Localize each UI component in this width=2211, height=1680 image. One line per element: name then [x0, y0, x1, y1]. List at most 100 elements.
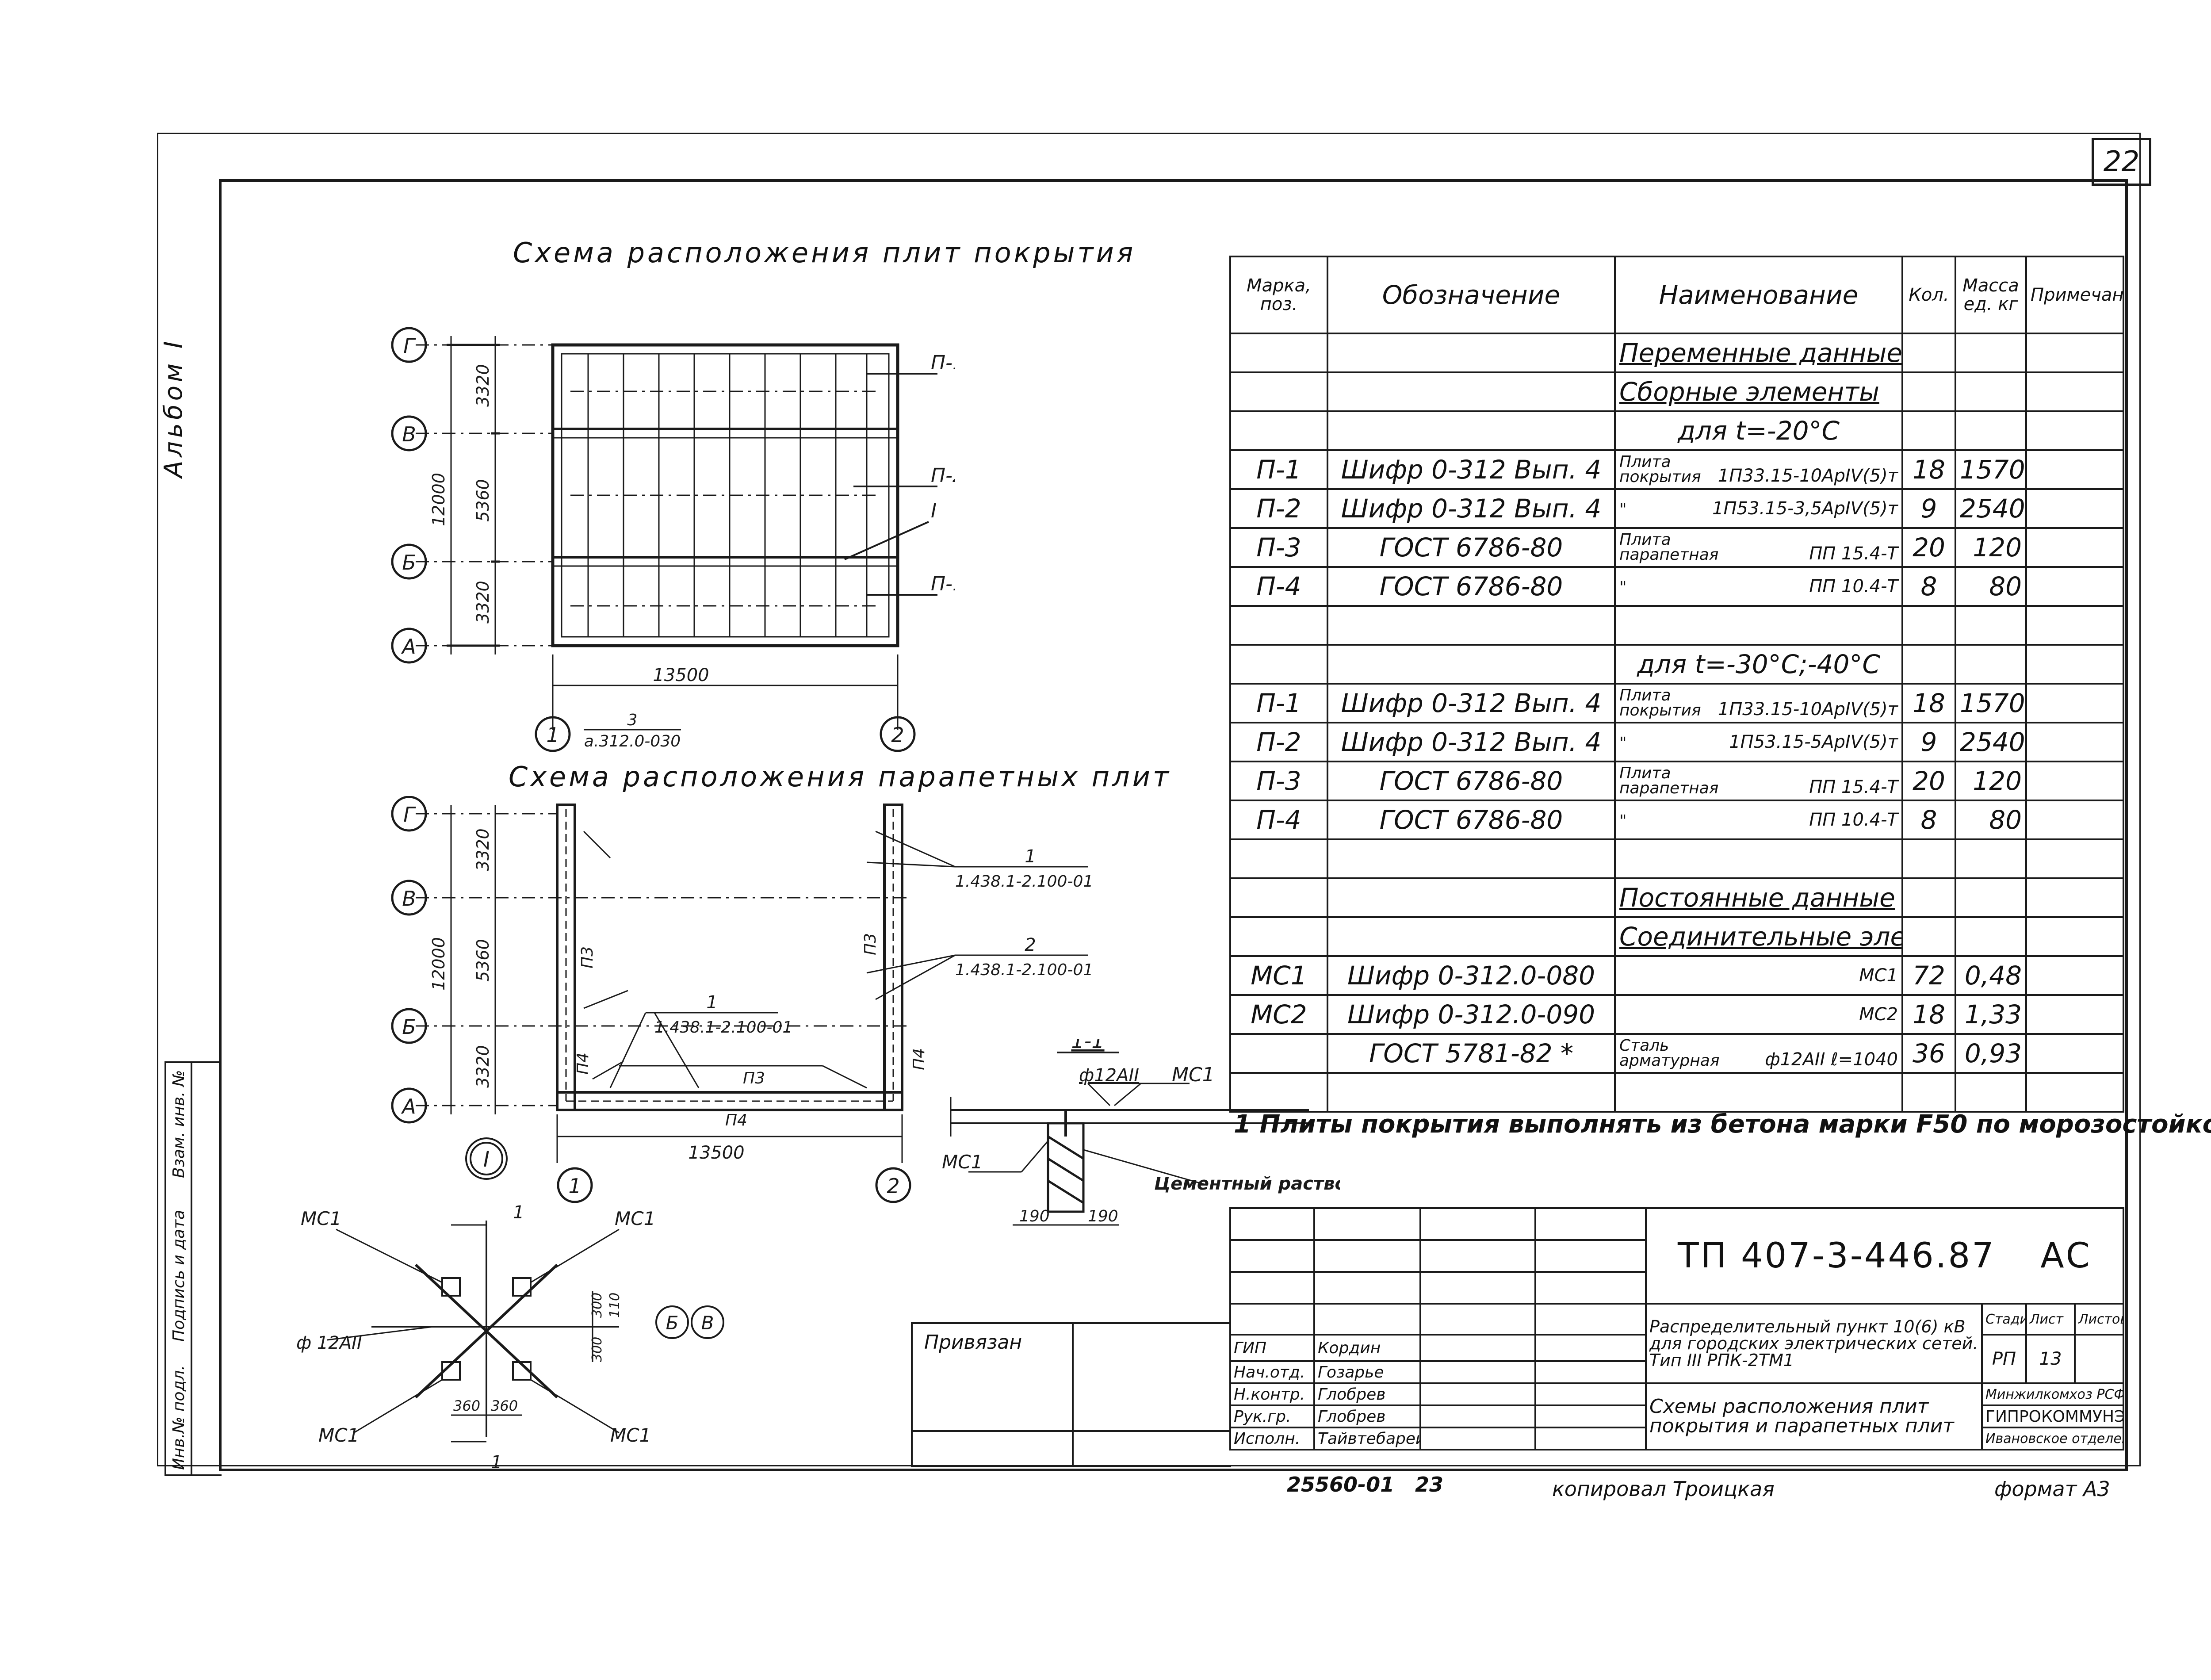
spec-cell-mark: П-2 [1229, 488, 1328, 529]
spec-cell-empty [1955, 371, 2027, 412]
spec-cell-empty [2025, 838, 2124, 879]
title-stage-label: Стадия [1981, 1303, 2027, 1336]
spec-cell-empty [1955, 838, 2027, 879]
spec-cell-mark: П-4 [1229, 566, 1328, 607]
roof-plan-title: Схема расположения плит покрытия [513, 237, 1136, 269]
section-rebar: ф12АII [1079, 1065, 1139, 1086]
spec-cell-mark: МС2 [1229, 994, 1328, 1035]
spec-cell-name-mark: ПП 15.4-Т [1809, 777, 1898, 798]
side-stamp: Инв.№ подл. Подпись и дата Взам. инв. № [164, 1061, 222, 1476]
roof-label-p1-bottom: П-1 [931, 573, 955, 595]
spec-cell-empty [1955, 410, 2027, 451]
node-mc-tr: МС1 [615, 1208, 655, 1229]
spec-cell-mass: 2540 [1955, 488, 2027, 529]
roof-dim-total-h: 13500 [653, 665, 709, 685]
parapet-dim-3: 3320 [473, 1045, 493, 1088]
spec-cell-qty: 8 [1901, 566, 1956, 607]
spec-cell-note [2025, 1033, 2124, 1074]
roof-label-p2: П-2 [931, 464, 955, 487]
spec-cell-name-type: Плита покрытия [1619, 452, 1701, 486]
roof-label-p1-top: П-1 [931, 352, 955, 374]
section-dim-right: 190 [1088, 1207, 1118, 1225]
spec-cell-note [2025, 800, 2124, 840]
title-role-4: Рук.гр. [1229, 1404, 1315, 1428]
spec-cell-empty [2025, 1072, 2124, 1113]
copied-by: копировал Троицкая [1552, 1477, 1775, 1501]
node-dim-b1: 360 [453, 1397, 480, 1414]
spec-cell-empty [1955, 1072, 2027, 1113]
title-org-3: Ивановское отделение [1981, 1427, 2124, 1450]
spec-cell-empty [1901, 333, 1956, 373]
spec-cell-empty [1327, 1072, 1616, 1113]
parapet-axis-row-3: Б [402, 1015, 416, 1039]
spec-cell-empty [1901, 916, 1956, 957]
spec-cell-empty [1229, 1072, 1328, 1113]
side-stamp-2: Подпись и дата [170, 1209, 188, 1342]
node-dim-r1: 300 [589, 1293, 605, 1318]
title-project: Распределительный пункт 10(6) кВ для гор… [1645, 1303, 1983, 1384]
node-cut-top: 1 [513, 1202, 524, 1223]
spec-cell-empty [1901, 410, 1956, 451]
spec-cell-empty [1229, 838, 1328, 879]
spec-cell-mass: 0,48 [1955, 955, 2027, 996]
spec-cell-designation: ГОСТ 6786-80 [1327, 800, 1616, 840]
spec-cell-mass: 80 [1955, 800, 2027, 840]
roof-dim-total-v: 12000 [429, 473, 448, 526]
node-mc-tl: МС1 [301, 1208, 341, 1229]
spec-cell-mark: П-1 [1229, 683, 1328, 723]
spec-cell-note [2025, 449, 2124, 490]
title-role-5: Исполн. [1229, 1427, 1315, 1450]
spec-cell-mark: П-2 [1229, 722, 1328, 762]
title-sheet: 13 [2025, 1334, 2076, 1384]
parapet-label-p4-left: П4 [574, 1052, 592, 1075]
specification-table: Марка, поз. Обозначение Наименование Кол… [1229, 256, 2124, 1113]
parapet-callout-1-top: 1 [1025, 846, 1036, 867]
spec-cell-qty: 18 [1901, 449, 1956, 490]
title-name-2: Гозарье [1313, 1360, 1421, 1384]
title-mark: АС [2040, 1236, 2092, 1276]
spec-cell-empty [1327, 333, 1616, 373]
spec-cell-name-mark: 1П53.15-3,5АрIV(5)т [1712, 498, 1898, 519]
spec-cell-section: Соединительные элементы [1614, 916, 1903, 957]
node-dim-r2: 110 [607, 1293, 623, 1318]
spec-header-mass: Масса ед. кг [1955, 256, 2027, 334]
spec-header-mark: Марка, поз. [1229, 256, 1328, 334]
node-cut-bottom: 1 [491, 1452, 502, 1473]
spec-cell-name: МС2 [1614, 994, 1903, 1035]
parapet-callout-3-text: 1.438.1-2.100-01 [654, 1018, 792, 1037]
spec-cell-mass: 1570 [1955, 683, 2027, 723]
spec-cell-mark: П-4 [1229, 800, 1328, 840]
spec-cell-empty [1614, 1072, 1903, 1113]
roof-label-node: I [931, 500, 937, 522]
parapet-label-p3-right: П3 [861, 933, 880, 955]
spec-row: Сборные элементы [1229, 371, 2124, 412]
spec-row: Переменные данные [1229, 333, 2124, 373]
spec-cell-empty [2025, 877, 2124, 918]
title-role-2: Нач.отд. [1229, 1360, 1315, 1384]
spec-cell-name-mark: ПП 10.4-Т [1809, 576, 1898, 597]
spec-cell-empty [1901, 644, 1956, 685]
section-1-1-drawing: 1-1 ф12АII МС1 МС1 Цементный раствор М10… [942, 1039, 1340, 1226]
spec-header-row: Марка, поз. Обозначение Наименование Кол… [1229, 256, 2124, 334]
title-role-1: ГИП [1229, 1334, 1315, 1362]
spec-cell-qty: 9 [1901, 488, 1956, 529]
section-title: 1-1 [1071, 1039, 1104, 1053]
title-name-1: Кордин [1313, 1334, 1421, 1362]
side-stamp-1: Инв.№ подл. [170, 1365, 188, 1470]
spec-cell-name-type: Сталь арматурная [1619, 1036, 1720, 1070]
title-stage: РП [1981, 1334, 2027, 1384]
node-rebar: ф 12АII [296, 1333, 362, 1353]
spec-cell-name-mark: МС2 [1859, 1004, 1898, 1025]
node-dim-b2: 360 [491, 1397, 518, 1414]
spec-cell-name-mark: МС1 [1859, 965, 1898, 986]
spec-cell-empty [1229, 916, 1328, 957]
spec-cell-name: "1П53.15-3,5АрIV(5)т [1614, 488, 1903, 529]
roof-axis-row-4: А [401, 635, 416, 658]
